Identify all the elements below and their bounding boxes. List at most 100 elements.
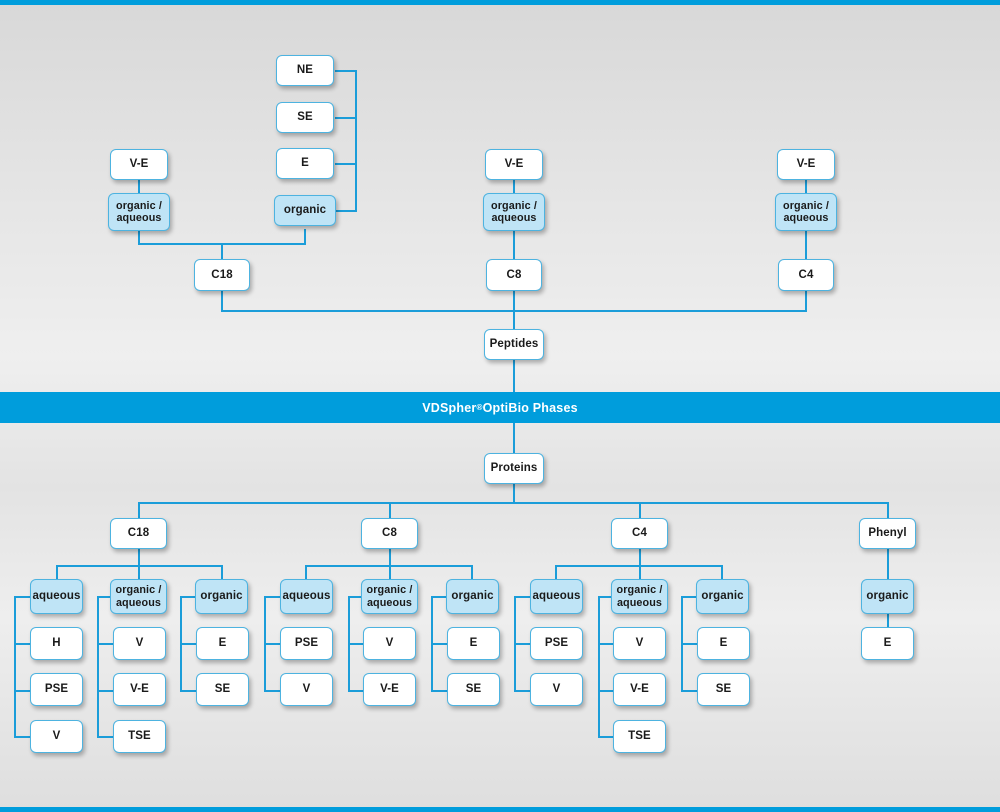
banner-registered-icon: ® bbox=[476, 403, 483, 412]
node-c18-oa-item-0[interactable]: V bbox=[113, 627, 166, 660]
node-phenyl-organic-item-0-label: E bbox=[883, 637, 892, 650]
node-c18-aqueous-item-2[interactable]: V bbox=[30, 720, 83, 753]
node-c8-organic-item-1-label: SE bbox=[465, 683, 482, 696]
node-c18-organic-item-0-label: E bbox=[218, 637, 227, 650]
connector-c4b-to-oa bbox=[639, 565, 641, 579]
node-peptides-label: Peptides bbox=[489, 338, 539, 351]
node-c18-aqueous[interactable]: aqueous bbox=[30, 579, 83, 614]
node-c8-organic[interactable]: organic bbox=[446, 579, 499, 614]
node-c4-aqueous-item-0[interactable]: PSE bbox=[530, 627, 583, 660]
connector-phenyl-to-organic bbox=[887, 549, 889, 579]
bracket-c18-organic-stub-0 bbox=[180, 596, 198, 598]
connector-c8b-spread bbox=[305, 565, 472, 567]
node-c18-oa-item-2[interactable]: TSE bbox=[113, 720, 166, 753]
connector-dist-to-c4 bbox=[639, 502, 641, 518]
node-c8-aqueous-item-0-label: PSE bbox=[294, 637, 319, 650]
node-e[interactable]: E bbox=[276, 148, 334, 179]
node-c18-aqueous-label: aqueous bbox=[32, 590, 81, 603]
node-c18-top[interactable]: C18 bbox=[194, 259, 250, 291]
bracket-c18-organic-stub-1 bbox=[180, 643, 198, 645]
node-organic-aqueous-c18-top[interactable]: organic / aqueous bbox=[108, 193, 170, 231]
node-c4-bottom[interactable]: C4 bbox=[611, 518, 668, 549]
node-c18-organic-item-1[interactable]: SE bbox=[196, 673, 249, 706]
node-c18-aqueous-item-1[interactable]: PSE bbox=[30, 673, 83, 706]
node-c8-oa-item-0[interactable]: V bbox=[363, 627, 416, 660]
node-organic-aqueous-c8-top[interactable]: organic / aqueous bbox=[483, 193, 545, 231]
node-c8-aqueous-item-0[interactable]: PSE bbox=[280, 627, 333, 660]
top-accent-bar bbox=[0, 0, 1000, 5]
node-phenyl-organic-item-0[interactable]: E bbox=[861, 627, 914, 660]
node-c4-oa-item-2-label: TSE bbox=[628, 730, 651, 743]
node-se-label: SE bbox=[297, 111, 313, 124]
node-c4-organic-aqueous[interactable]: organic / aqueous bbox=[611, 579, 668, 614]
bracket-c8-oa-stub-0 bbox=[348, 596, 363, 598]
node-c8-bottom[interactable]: C8 bbox=[361, 518, 418, 549]
connector-c8b-to-aqueous bbox=[305, 565, 307, 579]
node-c18-organic-item-1-label: SE bbox=[214, 683, 231, 696]
node-peptides[interactable]: Peptides bbox=[484, 329, 544, 360]
node-c18-organic-aqueous[interactable]: organic / aqueous bbox=[110, 579, 167, 614]
node-c8-organic-item-0[interactable]: E bbox=[447, 627, 500, 660]
bracket-c4-oa-stub-3 bbox=[598, 736, 616, 738]
node-c4-organic-item-1[interactable]: SE bbox=[697, 673, 750, 706]
node-ne-label: NE bbox=[296, 64, 314, 77]
bracket-c18-aqueous-stub-3 bbox=[14, 736, 32, 738]
node-c18-organic-item-0[interactable]: E bbox=[196, 627, 249, 660]
node-c4-organic-label: organic bbox=[701, 590, 744, 603]
node-c4-oa-item-0-label: V bbox=[635, 637, 644, 650]
node-c8-oa-item-1-label: V-E bbox=[380, 683, 399, 696]
node-se[interactable]: SE bbox=[276, 102, 334, 133]
node-c8-oa-item-1[interactable]: V-E bbox=[363, 673, 416, 706]
node-phenyl[interactable]: Phenyl bbox=[859, 518, 916, 549]
node-c4-oa-item-1-label: V-E bbox=[630, 683, 649, 696]
node-ne[interactable]: NE bbox=[276, 55, 334, 86]
node-c8-organic-aqueous-label: organic / aqueous bbox=[366, 584, 413, 609]
node-c18-aqueous-item-0-label: H bbox=[52, 637, 61, 650]
bracket-c18-oa-stub-2 bbox=[97, 690, 115, 692]
node-c4-oa-item-1[interactable]: V-E bbox=[613, 673, 666, 706]
node-c18-top-label: C18 bbox=[211, 268, 233, 281]
node-c18-organic-label: organic bbox=[200, 590, 243, 603]
bracket-c8-organic-stub-2 bbox=[431, 690, 449, 692]
node-c4-organic-item-0[interactable]: E bbox=[697, 627, 750, 660]
node-phenyl-organic-label: organic bbox=[866, 590, 909, 603]
node-c8-aqueous-item-1[interactable]: V bbox=[280, 673, 333, 706]
node-c4-top[interactable]: C4 bbox=[778, 259, 834, 291]
node-ve-c4-top[interactable]: V-E bbox=[777, 149, 835, 180]
bracket-c8-aqueous-stub-1 bbox=[264, 643, 282, 645]
connector-c18-down-bus bbox=[221, 290, 223, 311]
node-ve-c8-top-label: V-E bbox=[504, 158, 524, 171]
node-c18-aqueous-item-0[interactable]: H bbox=[30, 627, 83, 660]
bracket-c4-aqueous-stub-2 bbox=[514, 690, 532, 692]
node-c4-oa-item-2[interactable]: TSE bbox=[613, 720, 666, 753]
node-c4-aqueous[interactable]: aqueous bbox=[530, 579, 583, 614]
connector-c4b-to-organic bbox=[721, 565, 723, 579]
connector-phenyl-organic-to-e bbox=[887, 614, 889, 628]
connector-c8b-to-organic bbox=[471, 565, 473, 579]
bracket-c8-organic-stub-0 bbox=[431, 596, 449, 598]
node-phenyl-organic[interactable]: organic bbox=[861, 579, 914, 614]
node-c18-organic[interactable]: organic bbox=[195, 579, 248, 614]
node-c8-organic-aqueous[interactable]: organic / aqueous bbox=[361, 579, 418, 614]
node-c4-oa-item-0[interactable]: V bbox=[613, 627, 666, 660]
node-c8-organic-item-1[interactable]: SE bbox=[447, 673, 500, 706]
connector-organic-trunk bbox=[355, 70, 357, 212]
node-c8-aqueous[interactable]: aqueous bbox=[280, 579, 333, 614]
connector-dist-to-phenyl bbox=[887, 502, 889, 518]
node-ve-c18-top[interactable]: V-E bbox=[110, 149, 168, 180]
node-ve-c8-top[interactable]: V-E bbox=[485, 149, 543, 180]
node-c18-oa-item-1[interactable]: V-E bbox=[113, 673, 166, 706]
node-c18-aqueous-item-1-label: PSE bbox=[44, 683, 69, 696]
node-c4-aqueous-item-1[interactable]: V bbox=[530, 673, 583, 706]
node-organic-aqueous-c4-top[interactable]: organic / aqueous bbox=[775, 193, 837, 231]
node-c4-organic[interactable]: organic bbox=[696, 579, 749, 614]
bracket-c8-aqueous-stub-0 bbox=[264, 596, 282, 598]
bracket-c4-organic-stub-1 bbox=[681, 643, 699, 645]
node-organic-c18-top[interactable]: organic bbox=[274, 195, 336, 226]
node-c18-bottom-label: C18 bbox=[127, 527, 150, 540]
node-c8-top[interactable]: C8 bbox=[486, 259, 542, 291]
bracket-c18-oa-trunk bbox=[97, 597, 99, 736]
node-proteins[interactable]: Proteins bbox=[484, 453, 544, 484]
node-c4-bottom-label: C4 bbox=[632, 527, 647, 540]
node-c18-bottom[interactable]: C18 bbox=[110, 518, 167, 549]
